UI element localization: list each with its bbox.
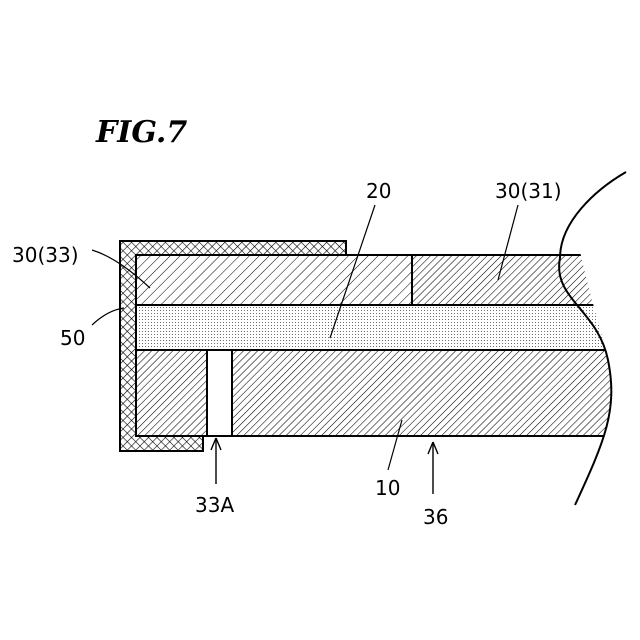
arrow-33a	[211, 438, 221, 484]
dotted-layer-20	[136, 305, 640, 350]
arrow-36	[428, 442, 438, 494]
figure-title: FIG.7	[95, 115, 187, 150]
hole-33a	[207, 350, 232, 436]
top-layer-31	[412, 255, 640, 305]
label-36: 36	[423, 505, 448, 529]
label-10: 10	[375, 476, 400, 500]
label-30-33: 30(33)	[12, 243, 79, 267]
top-layer-33	[136, 255, 412, 305]
label-50: 50	[60, 326, 85, 350]
label-33a: 33A	[195, 493, 234, 517]
label-30-31: 30(31)	[495, 179, 562, 203]
label-20: 20	[366, 179, 391, 203]
